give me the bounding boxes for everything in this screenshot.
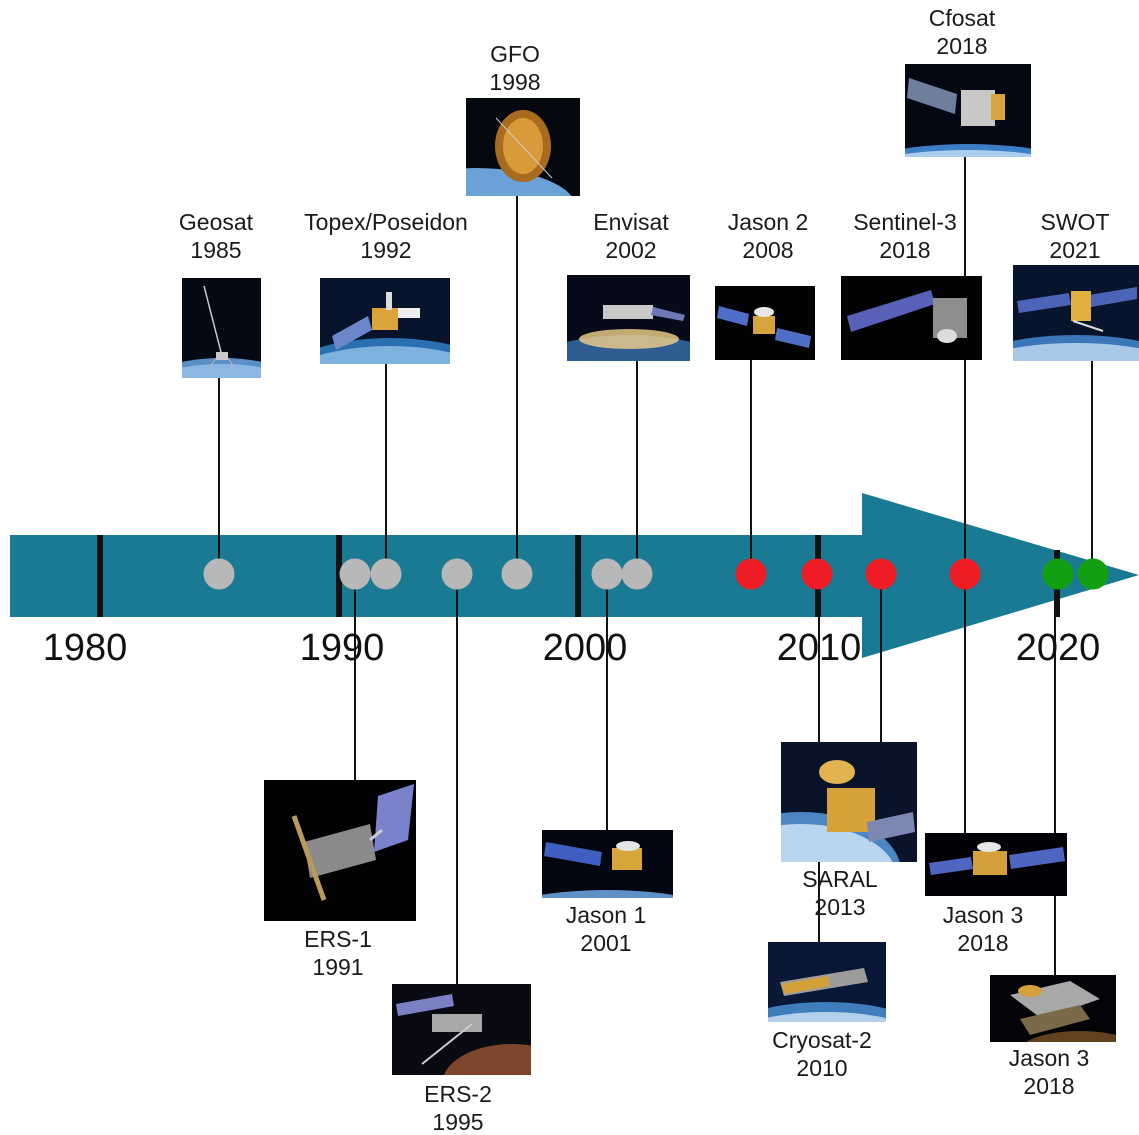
jason2-image	[715, 286, 815, 360]
year-label-1980: 1980	[42, 627, 128, 669]
connector-ers2	[456, 574, 458, 984]
label-jason3a: Jason 3 2018	[943, 901, 1024, 957]
cfosat-image	[905, 64, 1031, 157]
topex-image	[320, 278, 450, 364]
label-topex: Topex/Poseidon 1992	[304, 208, 468, 264]
mission-year: 1992	[360, 237, 412, 263]
ers1-image	[264, 780, 416, 921]
connector-topex	[385, 364, 387, 574]
connector-jason3b	[1054, 574, 1056, 975]
mission-year: 2008	[742, 237, 794, 263]
jason3a-image	[925, 833, 1067, 896]
dot-jason2	[735, 558, 767, 590]
label-saral: SARAL 2013	[802, 865, 877, 921]
mission-name: Cryosat-2	[772, 1027, 872, 1053]
mission-name: Jason 1	[565, 902, 647, 928]
mission-year: 2018	[1023, 1073, 1075, 1099]
jason1-image	[542, 830, 673, 898]
label-jason2: Jason 2 2008	[728, 208, 809, 264]
dot-swot	[1077, 558, 1109, 590]
mission-name: Jason 2	[727, 209, 809, 235]
label-jason1: Jason 1 2001	[566, 901, 647, 957]
geosat-image	[182, 278, 261, 378]
label-cryosat2: Cryosat-2 2010	[772, 1026, 872, 1082]
connector-saral	[880, 574, 882, 742]
mission-year: 2018	[936, 33, 988, 59]
mission-name: Jason 3	[942, 902, 1024, 928]
mission-name: SARAL	[802, 866, 878, 892]
year-label-1990: 1990	[299, 627, 385, 669]
saral-image	[781, 742, 917, 862]
connector-cfosat	[964, 157, 966, 833]
mission-year: 1995	[432, 1109, 484, 1135]
connector-envisat	[636, 361, 638, 574]
year-label-2000: 2000	[542, 627, 628, 669]
connector-gfo	[516, 196, 518, 574]
tick-1990	[336, 535, 342, 617]
mission-name: GFO	[490, 41, 540, 67]
dot-jason3	[1042, 558, 1074, 590]
dot-ers2	[441, 558, 473, 590]
dot-ers1	[339, 558, 371, 590]
jason3b-image	[990, 975, 1116, 1042]
dot-envisat	[621, 558, 653, 590]
dot-sentinel3	[949, 558, 981, 590]
label-sentinel3: Sentinel-3 2018	[853, 208, 957, 264]
connector-jason1	[606, 574, 608, 830]
mission-year: 2002	[605, 237, 657, 263]
connector-jason2	[750, 360, 752, 574]
mission-year: 1991	[312, 954, 364, 980]
sentinel3-image	[841, 276, 982, 360]
mission-name: Envisat	[593, 209, 669, 235]
label-ers1: ERS-1 1991	[304, 925, 372, 981]
mission-name: Topex/Poseidon	[304, 209, 468, 235]
mission-name: Jason 3	[1008, 1045, 1090, 1071]
label-cfosat: Cfosat 2018	[929, 4, 995, 60]
label-ers2: ERS-2 1995	[424, 1080, 492, 1135]
cryosat2-image	[768, 942, 886, 1022]
mission-year: 2010	[796, 1055, 848, 1081]
mission-name: ERS-2	[424, 1081, 492, 1107]
mission-year: 1998	[489, 69, 541, 95]
year-label-2020: 2020	[1015, 627, 1101, 669]
dot-topex	[370, 558, 402, 590]
label-gfo: GFO 1998	[489, 40, 540, 96]
mission-name: ERS-1	[304, 926, 372, 952]
label-jason3b: Jason 3 2018	[1009, 1044, 1090, 1100]
envisat-image	[567, 275, 690, 361]
label-swot: SWOT 2021	[1041, 208, 1110, 264]
mission-year: 2018	[879, 237, 931, 263]
mission-name: Sentinel-3	[853, 209, 957, 235]
tick-1980	[97, 535, 103, 617]
dot-gfo	[501, 558, 533, 590]
gfo-image	[466, 98, 580, 196]
dot-cryosat2	[801, 558, 833, 590]
mission-year: 2001	[580, 930, 632, 956]
tick-2000	[575, 535, 581, 617]
dot-geosat	[203, 558, 235, 590]
mission-name: SWOT	[1040, 209, 1110, 235]
mission-name: Cfosat	[928, 5, 996, 31]
connector-swot	[1091, 361, 1093, 574]
dot-jason1	[591, 558, 623, 590]
connector-geosat	[218, 378, 220, 574]
label-envisat: Envisat 2002	[593, 208, 668, 264]
mission-year: 2021	[1049, 237, 1101, 263]
swot-image	[1013, 265, 1139, 361]
mission-year: 2013	[814, 894, 866, 920]
dot-saral	[865, 558, 897, 590]
mission-year: 1985	[190, 237, 242, 263]
ers2-image	[392, 984, 531, 1075]
label-geosat: Geosat 1985	[179, 208, 253, 264]
mission-name: Geosat	[178, 209, 254, 235]
mission-year: 2018	[957, 930, 1009, 956]
connector-ers1	[354, 574, 356, 780]
